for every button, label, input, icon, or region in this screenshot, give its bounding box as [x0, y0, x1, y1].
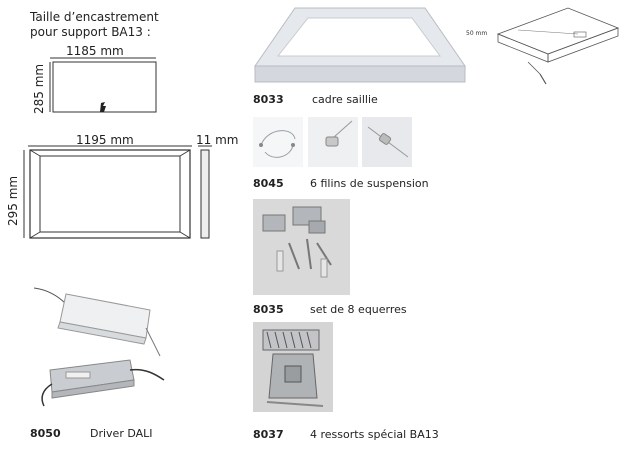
frame-technical-drawing [496, 7, 620, 85]
intro-line-1: Taille d’encastrement [30, 10, 159, 24]
intro-line-2: pour support BA13 : [30, 25, 151, 39]
frame-photo [254, 7, 466, 83]
panel-depth-label: 11 mm [196, 133, 239, 147]
cutout-height-label: 285 mm [32, 63, 46, 114]
cutout-width-label: 1185 mm [66, 44, 124, 58]
springs-photo [253, 322, 333, 412]
cutout-drawing [49, 57, 157, 113]
wire-photo-2 [308, 117, 358, 167]
frame-dimension-label: 50 mm [466, 30, 488, 37]
cutout-notch-icon [100, 102, 106, 112]
panel-height-label: 295 mm [6, 175, 20, 226]
wire-photo-1 [253, 117, 303, 167]
product-code-8050: 8050 [30, 427, 61, 440]
brackets-photo [253, 199, 350, 295]
product-label-8033: cadre saillie [312, 93, 378, 106]
panel-drawing [23, 145, 212, 239]
product-code-8033: 8033 [253, 93, 284, 106]
product-label-8045: 6 filins de suspension [310, 177, 429, 190]
driver-photo [33, 287, 165, 407]
product-code-8037: 8037 [253, 428, 284, 441]
product-label-8037: 4 ressorts spécial BA13 [310, 428, 439, 441]
panel-width-label: 1195 mm [76, 133, 134, 147]
wire-photo-3 [362, 117, 412, 167]
product-code-8045: 8045 [253, 177, 284, 190]
product-label-8035: set de 8 equerres [310, 303, 407, 316]
product-label-8050: Driver DALI [90, 427, 153, 440]
product-code-8035: 8035 [253, 303, 284, 316]
